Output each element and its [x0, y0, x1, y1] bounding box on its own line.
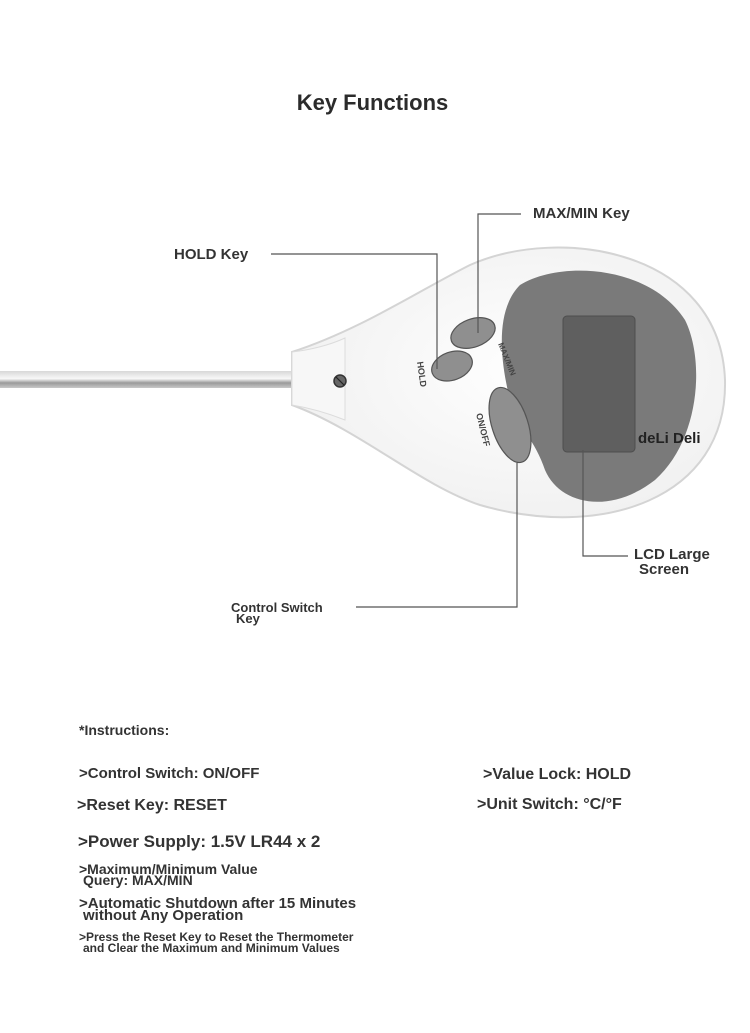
instruction-maxmin-line1: >Maximum/Minimum Value	[79, 861, 258, 877]
instruction-power-supply: >Power Supply: 1.5V LR44 x 2	[78, 832, 321, 851]
probe-rod	[0, 371, 300, 388]
lcd-leader-line	[582, 450, 628, 557]
maxmin-key-callout: MAX/MIN Key	[533, 205, 630, 222]
instruction-reset-key: >Reset Key: RESET	[77, 797, 227, 814]
thermometer-illustration: HOLD MAX/MIN ON/OFF	[0, 213, 727, 608]
onoff-key	[488, 386, 532, 464]
hold-key-callout: HOLD Key	[174, 246, 249, 263]
lcd-callout-line2: Screen	[639, 561, 690, 578]
control-leader-line	[356, 463, 518, 608]
instruction-press-line2: and Clear the Maximum and Minimum Values	[83, 941, 340, 955]
control-switch-callout: Control Switch Key	[231, 600, 323, 626]
instruction-press-reset: >Press the Reset Key to Reset the Thermo…	[79, 930, 354, 955]
maxmin-key	[450, 317, 496, 349]
control-callout-line2: Key	[236, 611, 260, 626]
instruction-value-lock: >Value Lock: HOLD	[483, 766, 632, 783]
instruction-unit-switch: >Unit Switch: °C/°F	[477, 796, 622, 813]
instruction-auto-shutdown: >Automatic Shutdown after 15 Minutes wit…	[79, 895, 357, 924]
lcd-callout: LCD Large Screen	[634, 547, 710, 577]
control-callout-line1: Control Switch	[231, 600, 323, 615]
maxmin-leader-line	[477, 213, 521, 333]
instruction-press-line1: >Press the Reset Key to Reset the Thermo…	[79, 930, 354, 944]
instruction-control-switch: >Control Switch: ON/OFF	[79, 765, 260, 782]
lcd-callout-line1: LCD Large	[634, 546, 710, 563]
instruction-maxmin-line2: Query: MAX/MIN	[83, 872, 193, 888]
brand-logo: deLi Deli	[638, 430, 701, 447]
instructions-heading: *Instructions:	[79, 722, 170, 738]
instruction-maxmin: >Maximum/Minimum Value Query: MAX/MIN	[79, 861, 258, 888]
hold-key	[431, 350, 473, 382]
hold-leader-line	[271, 253, 438, 369]
hold-key-label: HOLD	[415, 361, 429, 388]
instruction-auto-line2: without Any Operation	[83, 907, 244, 924]
lcd-screen	[562, 315, 636, 453]
page-title: Key Functions	[296, 90, 449, 115]
instruction-auto-line1: >Automatic Shutdown after 15 Minutes	[79, 895, 357, 912]
